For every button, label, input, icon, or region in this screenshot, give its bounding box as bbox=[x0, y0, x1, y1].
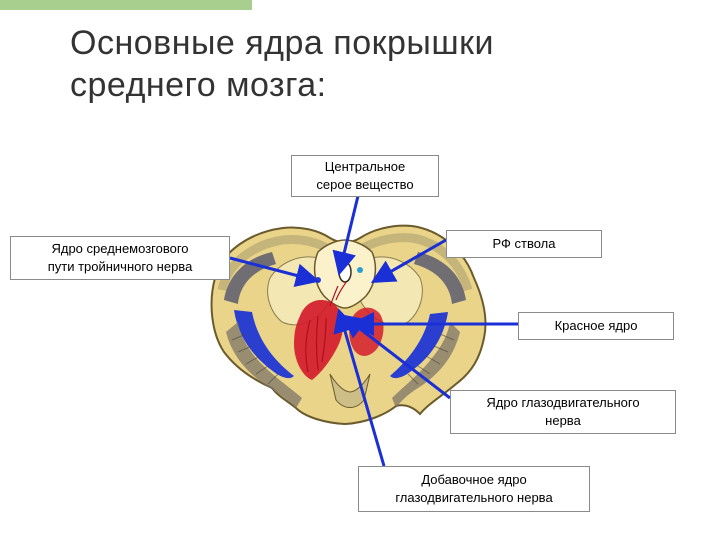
page-title: Основные ядра покрышки среднего мозга: bbox=[70, 22, 670, 106]
label-trigeminal-line2: пути тройничного нерва bbox=[47, 259, 193, 274]
label-central-gray-line2: серое вещество bbox=[316, 177, 414, 192]
label-arrows bbox=[229, 195, 518, 467]
label-rf: РФ ствола bbox=[446, 230, 602, 258]
label-oculomotor: Ядро глазодвигательного нерва bbox=[450, 390, 676, 434]
label-rf-line1: РФ ствола bbox=[492, 236, 556, 251]
arrow-central-gray bbox=[332, 195, 360, 276]
label-accessory-line2: глазодвигательного нерва bbox=[395, 490, 553, 505]
outer-rim bbox=[217, 233, 473, 292]
title-line-2: среднего мозга: bbox=[70, 66, 327, 104]
left-blue-tract bbox=[234, 310, 294, 379]
right-lemniscus-band bbox=[414, 252, 466, 304]
right-blue-tract bbox=[390, 312, 448, 379]
left-peduncle bbox=[226, 322, 302, 408]
label-oculomotor-line1: Ядро глазодвигательного bbox=[486, 395, 640, 410]
label-oculomotor-line2: нерва bbox=[545, 413, 581, 428]
arrow-rf bbox=[370, 238, 447, 283]
label-central-gray-line1: Центральное bbox=[324, 159, 406, 174]
right-peduncle bbox=[392, 322, 460, 408]
label-trigeminal-line1: Ядро среднемозгового bbox=[51, 241, 189, 256]
left-lemniscus-band bbox=[224, 252, 276, 304]
arrow-oculomotor bbox=[341, 314, 451, 400]
title-line-1: Основные ядра покрышки bbox=[70, 24, 494, 62]
label-central-gray: Центральное серое вещество bbox=[291, 155, 439, 197]
label-red-nucleus: Красное ядро bbox=[518, 312, 674, 340]
trigeminal-nucleus-right bbox=[357, 267, 363, 273]
peduncle-striations bbox=[231, 333, 455, 385]
label-accessory-line1: Добавочное ядро bbox=[421, 472, 527, 487]
label-red-nucleus-line1: Красное ядро bbox=[554, 318, 638, 333]
interpeduncular-area bbox=[329, 373, 371, 408]
label-accessory: Добавочное ядро глазодвигательного нерва bbox=[358, 466, 590, 512]
arrow-accessory bbox=[333, 308, 386, 467]
trigeminal-nucleus-left bbox=[315, 277, 321, 283]
label-trigeminal: Ядро среднемозгового пути тройничного не… bbox=[10, 236, 230, 280]
red-fibres bbox=[305, 281, 347, 373]
title-accent-bar bbox=[0, 0, 252, 10]
arrow-trigeminal bbox=[229, 256, 320, 288]
